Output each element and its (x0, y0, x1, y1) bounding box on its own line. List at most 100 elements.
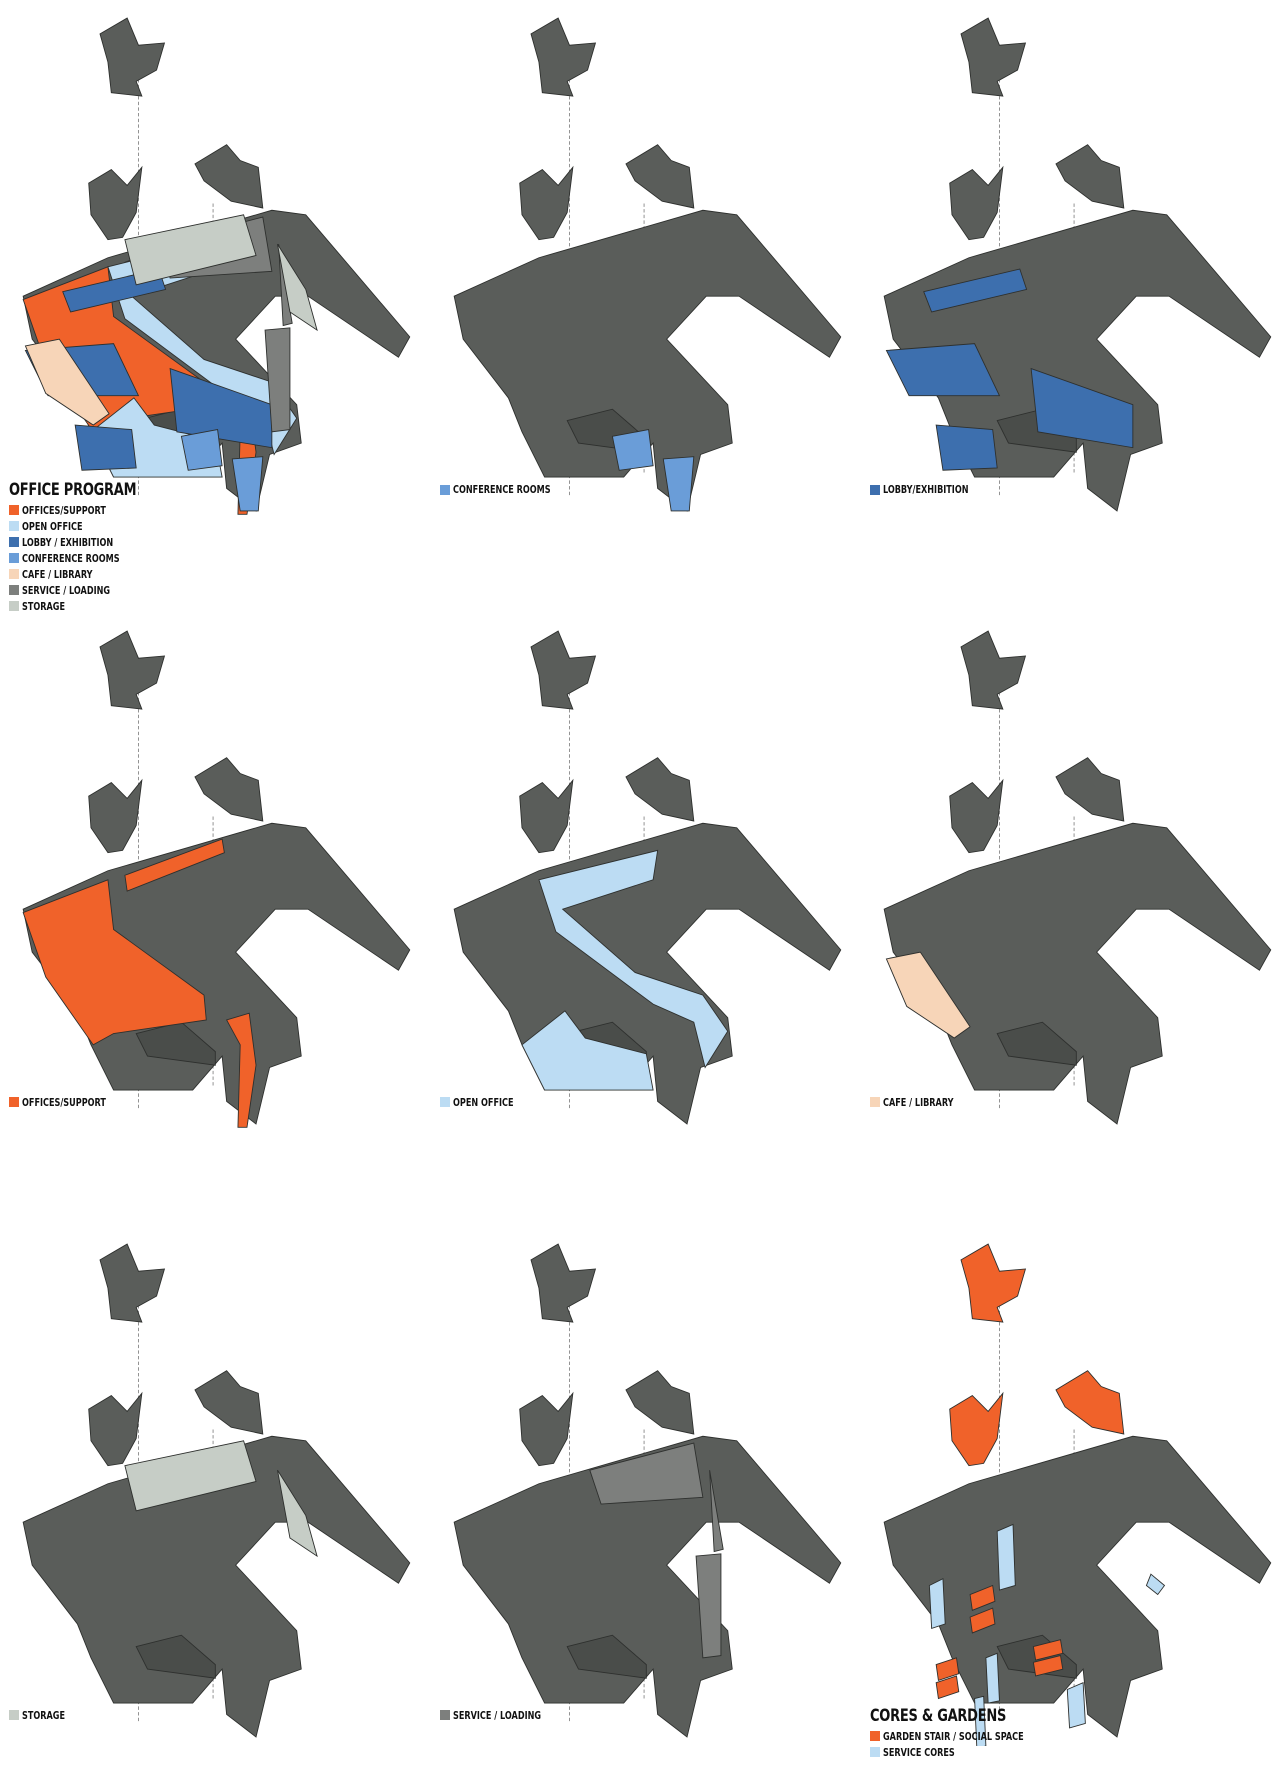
legend-label: CAFE / LIBRARY (883, 1095, 954, 1109)
building-body (883, 822, 1272, 1125)
legend-swatch (439, 1710, 450, 1721)
legend-swatch (439, 484, 450, 495)
building-body (453, 209, 841, 512)
tower-right (624, 144, 694, 209)
legend-label: STORAGE (22, 1708, 66, 1722)
tower-mid (518, 165, 574, 241)
tower-top (960, 1243, 1027, 1323)
zone-conference-rooms (662, 456, 694, 512)
axonometric-building (22, 1243, 411, 1738)
zone-service-cores (974, 1695, 987, 1746)
legend-swatch (9, 1710, 20, 1721)
legend-swatch (439, 1097, 450, 1108)
legend: LOBBY/EXHIBITION (870, 482, 987, 498)
legend-item: STORAGE (9, 1707, 74, 1723)
legend-label: GARDEN STAIR / SOCIAL SPACE (883, 1729, 1024, 1743)
zone-lobby-exhibition (1030, 367, 1134, 449)
legend: CONFERENCE ROOMS (439, 482, 572, 498)
zone-lobby-exhibition (935, 424, 998, 471)
legend-item: CAFE / LIBRARY (9, 566, 159, 582)
legend: CAFE / LIBRARY (870, 1094, 969, 1110)
diagram-panel-conference-rooms (431, 0, 856, 520)
legend-item: OFFICES/SUPPORT (9, 1094, 124, 1110)
building-body (22, 1435, 411, 1738)
axonometric-building (453, 1243, 841, 1738)
legend-label: SERVICE CORES (883, 1745, 955, 1759)
legend-title: OFFICE PROGRAM (9, 480, 137, 501)
tower-right (194, 144, 264, 209)
courtyard-notch (566, 1634, 647, 1679)
legend-item: GARDEN STAIR / SOCIAL SPACE (870, 1728, 1055, 1744)
legend-title: CORES & GARDENS (870, 1706, 1007, 1727)
zone-offices-support (225, 1012, 257, 1128)
legend-label: CAFE / LIBRARY (22, 567, 93, 581)
zone-conference-rooms (611, 429, 654, 471)
legend-item: STORAGE (9, 598, 159, 614)
tower-top (99, 17, 166, 97)
axonometric-building (22, 630, 411, 1128)
building-body (883, 1435, 1272, 1738)
zone-service-cores (1145, 1573, 1166, 1596)
zone-service-loading (588, 1442, 703, 1505)
legend-label: STORAGE (22, 599, 66, 613)
legend-label: CONFERENCE ROOMS (22, 551, 120, 565)
diagram-panel-lobby-exhibition (861, 0, 1274, 520)
tower-top (530, 17, 596, 97)
legend-item: CONFERENCE ROOMS (439, 482, 572, 498)
zone-service-cores (996, 1523, 1016, 1591)
zone-offices-support (22, 879, 207, 1046)
legend-label: OFFICES/SUPPORT (22, 503, 106, 517)
legend-swatch (870, 1731, 881, 1742)
tower-mid (88, 1391, 143, 1467)
courtyard-notch (135, 1634, 216, 1679)
legend-item: LOBBY/EXHIBITION (870, 482, 987, 498)
zone-storage (277, 1469, 318, 1558)
diagram-panel-service-loading (431, 1226, 856, 1746)
zone-service-loading (695, 1553, 721, 1659)
tower-top (530, 1243, 596, 1323)
zone-lobby-exhibition (885, 343, 1001, 397)
legend-item: OPEN OFFICE (439, 1094, 527, 1110)
zone-storage (124, 1440, 257, 1512)
zone-service-cores (1066, 1681, 1086, 1729)
legend-label: SERVICE / LOADING (22, 583, 111, 597)
tower-mid (88, 165, 143, 241)
legend-label: OPEN OFFICE (22, 519, 83, 533)
legend-swatch (9, 505, 20, 516)
diagram-panel-storage (0, 1226, 425, 1746)
legend-swatch (9, 585, 20, 596)
courtyard-notch (996, 1021, 1077, 1066)
diagram-panel-office-program (0, 0, 425, 520)
zone-lobby-exhibition (169, 367, 273, 449)
legend-item: LOBBY / EXHIBITION (9, 534, 159, 550)
legend-item: SERVICE CORES (870, 1744, 1055, 1760)
zone-garden-stair (969, 1584, 996, 1611)
zone-open-office (520, 1010, 654, 1091)
legend-swatch (870, 1747, 881, 1758)
tower-right (1055, 757, 1125, 822)
legend: OFFICES/SUPPORT (9, 1094, 124, 1110)
diagram-panel-offices-support (0, 613, 425, 1133)
tower-mid (949, 778, 1004, 854)
zone-offices-support (124, 838, 225, 892)
zone-service-cores (928, 1577, 946, 1629)
legend-label: OPEN OFFICE (452, 1095, 514, 1109)
diagram-panel-cafe-library (861, 613, 1274, 1133)
legend-swatch (9, 1097, 20, 1108)
legend-item: CAFE / LIBRARY (870, 1094, 969, 1110)
tower-right (1055, 144, 1125, 209)
zone-storage (277, 243, 318, 332)
legend-label: CONFERENCE ROOMS (452, 483, 551, 497)
tower-mid (88, 778, 143, 854)
zone-service-cores (985, 1652, 1001, 1704)
legend-label: OFFICES/SUPPORT (22, 1095, 106, 1109)
zone-garden-stair (935, 1675, 960, 1700)
zone-garden-stair (1032, 1654, 1064, 1677)
legend: STORAGE (9, 1707, 74, 1723)
tower-mid (949, 1391, 1004, 1467)
courtyard-notch (996, 408, 1077, 453)
axonometric-building (453, 630, 841, 1125)
axonometric-building (883, 1243, 1272, 1746)
axonometric-building (453, 17, 841, 512)
zone-conference-rooms (231, 456, 264, 512)
